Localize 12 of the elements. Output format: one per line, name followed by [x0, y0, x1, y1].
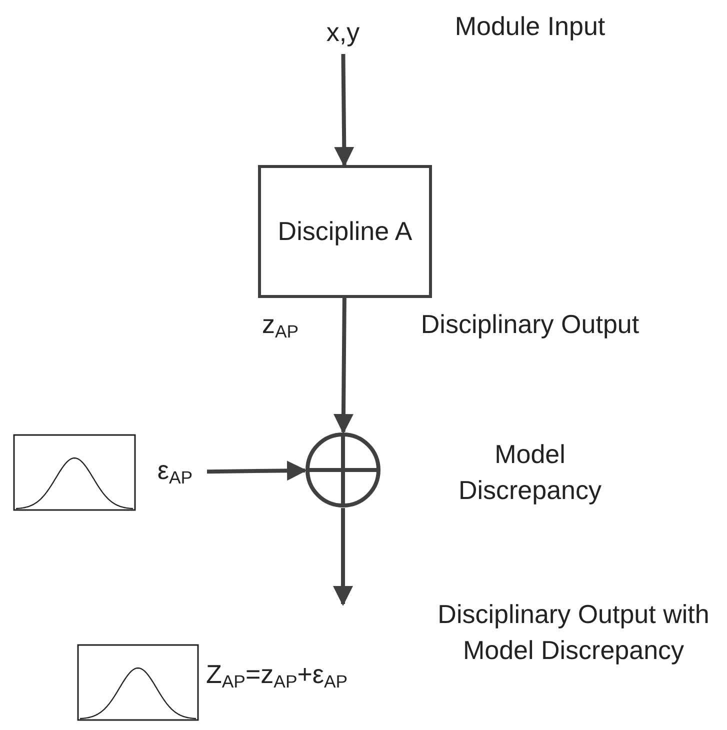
annotation-text: Model Discrepancy	[457, 438, 603, 508]
arrow	[206, 460, 307, 481]
process-box: Discipline A	[258, 165, 432, 298]
annotation-text: Module Input	[454, 10, 606, 43]
annotation-text: Disciplinary Output with Model Discrepancy	[436, 598, 710, 668]
arrow	[333, 508, 353, 606]
formula-label: Z$_{AP}$=z$_{AP}$+ε$_{AP}$	[206, 658, 349, 694]
arrow	[334, 54, 354, 167]
variable-label: ε$_{AP}$	[157, 455, 193, 489]
annotation-text: Disciplinary Output	[420, 308, 640, 341]
arrow	[333, 298, 354, 434]
variable-label: x,y	[326, 16, 360, 48]
